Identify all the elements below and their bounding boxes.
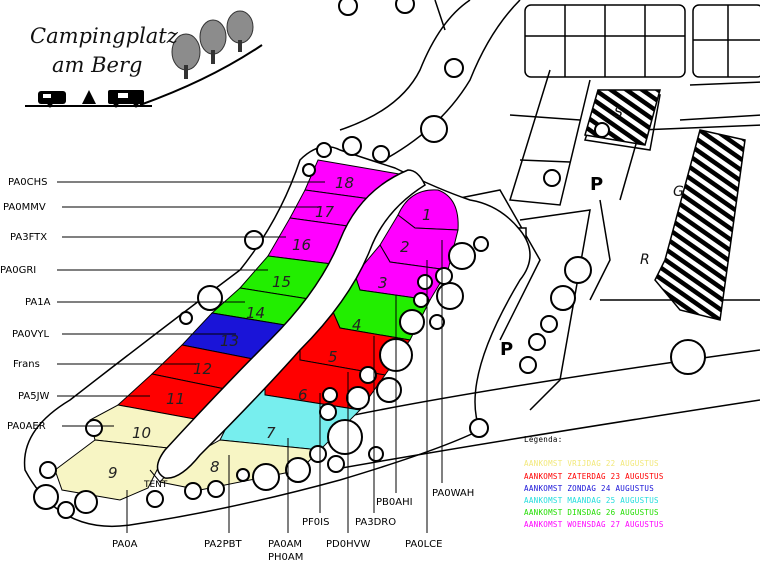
plot-owner-label: PA0VYL <box>12 329 50 340</box>
legend-item: AANKOMST VRIJDAG 22 AUGUSTUS <box>524 459 659 468</box>
plot-number: 9 <box>108 464 118 482</box>
legend-item: AANKOMST ZATERDAG 23 AUGUSTUS <box>524 472 664 481</box>
left-callouts <box>57 181 325 427</box>
tent-label: TENT <box>143 480 168 490</box>
tree-icon <box>33 0 706 519</box>
plot-numbers: 1 2 3 4 5 6 7 8 9 10 11 12 13 14 15 16 1… <box>108 174 432 482</box>
legend-item: AANKOMST MAANDAG 25 AUGUSTUS <box>524 496 659 505</box>
legend: Legenda: AANKOMST VRIJDAG 22 AUGUSTUS AA… <box>524 435 664 529</box>
plot-number: 17 <box>315 203 335 221</box>
plot-owner-label: PA0AM <box>268 539 302 550</box>
parking-label-1: P <box>590 174 603 195</box>
plot-owner-label: Frans <box>13 359 40 370</box>
building-g-r <box>654 129 746 321</box>
plot-owner-label: PD0HVW <box>326 539 370 550</box>
plot-owner-label: PA0AER <box>7 421 46 432</box>
plot-number: 13 <box>220 332 239 350</box>
plot-owner-label: PA0CHS <box>8 177 47 188</box>
left-labels: PA0CHS PA0MMV PA3FTX PA0GRI PA1A PA0VYL … <box>0 177 51 432</box>
plot-number: 2 <box>400 238 410 256</box>
building-s-label: S <box>614 105 623 121</box>
plot-number: 1 <box>422 206 432 224</box>
bottom-callouts <box>126 240 443 533</box>
tent-icon <box>82 90 96 104</box>
plot-owner-label: PA0WAH <box>432 488 474 499</box>
plot-owner-label: PA0LCE <box>405 539 442 550</box>
plot-owner-label: PA0GRI <box>0 265 36 276</box>
camper-icon <box>108 90 144 108</box>
plot-owner-label: PA1A <box>25 297 51 308</box>
plot-number: 5 <box>328 348 338 366</box>
plot-number: 14 <box>246 304 265 322</box>
plot-number: 10 <box>132 424 151 442</box>
plot-number: 4 <box>352 316 362 334</box>
plot-number: 11 <box>166 390 185 408</box>
plot-owner-label: PA5JW <box>18 391 50 402</box>
building-g-label: G <box>673 184 684 200</box>
plot-owner-label: PA2PBT <box>204 539 242 550</box>
bottom-labels: PA0A PA2PBT PA0AM PH0AM PF0IS PD0HVW PA3… <box>112 488 474 563</box>
plot-number: 15 <box>272 273 291 291</box>
logo: Campingplatz am Berg <box>25 10 263 108</box>
plot-number: 12 <box>193 360 212 378</box>
plot-owner-label: PA0A <box>112 539 138 550</box>
plot-owner-label: PA3FTX <box>10 232 47 243</box>
plot-owner-label: PH0AM <box>268 552 303 563</box>
building-r-label: R <box>640 252 650 268</box>
plot-owner-label: PF0IS <box>302 517 329 528</box>
legend-title: Legenda: <box>524 435 563 444</box>
plot-number: 8 <box>210 458 220 476</box>
plot-owner-label: PA0MMV <box>3 202 46 213</box>
plot-owner-label: PB0AHI <box>376 497 413 508</box>
tree-icon <box>171 10 254 79</box>
caravan-icon <box>38 91 66 108</box>
plot-number: 16 <box>292 236 311 254</box>
legend-item: AANKOMST WOENSDAG 27 AUGUSTUS <box>524 520 664 529</box>
logo-title-line2: am Berg <box>52 53 142 77</box>
inner-road <box>156 169 426 479</box>
plot-number: 3 <box>378 274 388 292</box>
plot-number: 18 <box>335 174 354 192</box>
plot-number: 6 <box>298 386 308 404</box>
plot-1[interactable] <box>397 189 459 231</box>
legend-item: AANKOMST DINSDAG 26 AUGUSTUS <box>524 508 659 517</box>
plot-number: 7 <box>266 424 276 442</box>
plot-owner-label: PA3DRO <box>355 517 396 528</box>
logo-title-line1: Campingplatz <box>30 24 179 48</box>
parking-label-3: P <box>500 339 513 360</box>
legend-item: AANKOMST ZONDAG 24 AUGUSTUS <box>524 484 654 493</box>
